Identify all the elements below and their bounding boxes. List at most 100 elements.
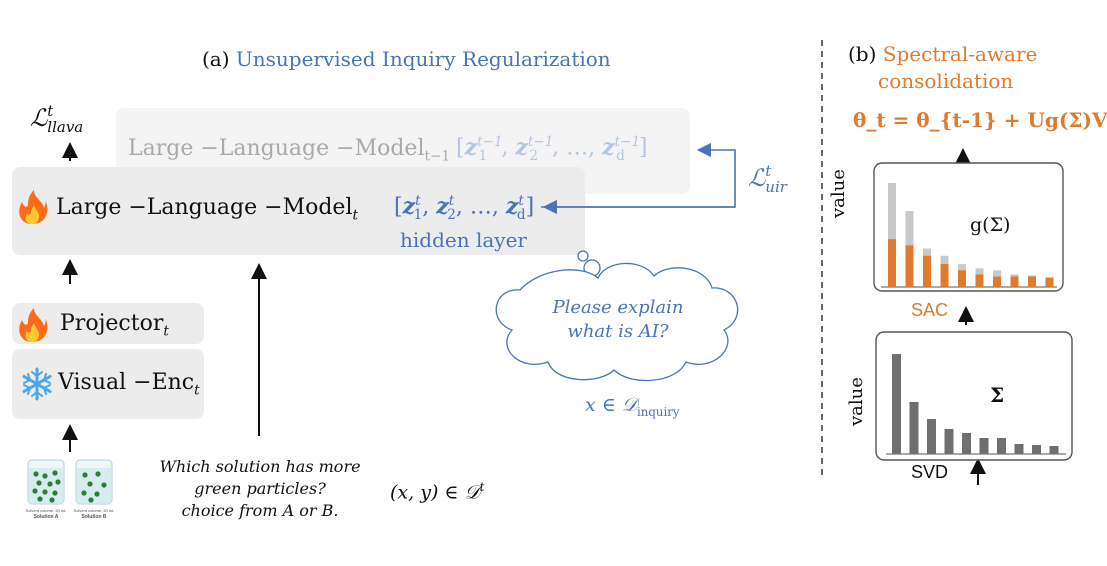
- llava-loss-sup: t: [47, 102, 54, 120]
- z-sub: 1: [413, 206, 423, 223]
- beaker-icon: [27, 459, 65, 505]
- bottom-chart-frame: [875, 331, 1073, 461]
- projector-sub: t: [163, 323, 169, 340]
- bottom-chart-bar: [962, 433, 971, 454]
- beaker-caption-b: Solvent volume: 30 mL Solution B: [68, 508, 120, 520]
- bracket-close: ]: [638, 135, 648, 161]
- top-chart-bar-sac: [1028, 276, 1036, 287]
- bracket-close: ]: [525, 194, 535, 220]
- dots: …: [469, 194, 492, 220]
- projector-box: [12, 303, 204, 344]
- llava-loss-symbol: ℒ: [30, 104, 48, 132]
- z-symbol: z: [436, 193, 449, 220]
- flame-icon: [19, 308, 48, 342]
- top-chart-bar-original: [888, 183, 896, 287]
- projector-name: Projector: [60, 311, 164, 336]
- top-chart-bar-sac: [940, 264, 949, 287]
- panel-b-title-line1: Spectral-aware: [882, 42, 1038, 66]
- beaker-b-label: Solution B: [81, 514, 107, 520]
- task-dataset: (x, y) ∈ 𝒟t: [390, 480, 484, 503]
- bottom-chart-ylabel: value: [846, 377, 867, 426]
- visual-enc-box: [12, 349, 204, 419]
- uir-loss-symbol: ℒ: [748, 164, 766, 192]
- top-chart-bar-sac: [1045, 277, 1054, 287]
- z-sup: t: [518, 193, 524, 209]
- bottom-chart-bar: [944, 429, 954, 454]
- beaker-b-volume: Solvent volume: 30 mL: [73, 508, 115, 513]
- panel-a-title: (a) Unsupervised Inquiry Regularization: [202, 47, 611, 71]
- panel-b-title-line2: consolidation: [878, 69, 1014, 93]
- z-sub: d: [516, 206, 526, 223]
- dots: …: [566, 135, 589, 161]
- top-chart-bar-sac: [975, 274, 984, 287]
- question-line1: Which solution has more: [159, 457, 361, 476]
- bracket-open: [: [456, 135, 465, 161]
- snowflake-icon: [22, 367, 52, 401]
- top-chart-bar-sac: [993, 276, 1001, 287]
- visual-enc-sub: t: [194, 382, 200, 399]
- question-line2: green particles?: [194, 479, 326, 498]
- z-symbol: z: [505, 193, 519, 220]
- hidden-layer-label: hidden layer: [400, 228, 527, 252]
- z-sup: t−1: [527, 134, 554, 150]
- z-sub: 1: [478, 147, 488, 164]
- beaker-caption-a: Solvent volume: 30 mL Solution A: [20, 508, 72, 520]
- bottom-chart-bar: [1014, 444, 1024, 454]
- z-symbol: z: [402, 193, 416, 220]
- llm-curr-label: Large −Language −Modelt: [56, 195, 358, 223]
- llm-curr-hidden: [zt1, zt2, …, ztd]: [394, 193, 535, 223]
- inquiry-dataset-sub: inquiry: [637, 404, 680, 419]
- bottom-chart-annotation: Σ: [990, 383, 1005, 407]
- visual-enc-name: Visual −Enc: [58, 370, 195, 395]
- panel-b-title: (b) Spectral-aware consolidation: [848, 41, 1037, 95]
- llava-loss-sub: llava: [47, 118, 84, 136]
- top-chart-annotation: g(Σ): [970, 214, 1011, 236]
- svd-label: SVD: [911, 462, 949, 482]
- bottom-chart-bar: [1049, 446, 1059, 454]
- beaker-a-volume: Solvent volume: 30 mL: [25, 508, 67, 513]
- top-chart-bar-sac: [1010, 276, 1019, 287]
- bottom-chart-bar: [1032, 445, 1041, 454]
- task-dataset-text: (x, y) ∈ 𝒟: [390, 481, 480, 504]
- inquiry-line2: what is AI?: [567, 321, 669, 342]
- uir-loss-sup: t: [765, 162, 772, 180]
- question-line3: choice from A or B.: [181, 501, 339, 520]
- bottom-chart-bar: [892, 354, 901, 454]
- inquiry-line1: Please explain: [552, 297, 684, 318]
- llm-curr-sub: t: [352, 207, 358, 224]
- top-chart-bar-sac: [905, 245, 914, 287]
- llm-prev-label: Large −Language −Modelt−1: [128, 136, 450, 164]
- z-sub: 2: [447, 206, 456, 223]
- z-symbol: z: [464, 134, 478, 161]
- z-sup: t: [448, 193, 455, 209]
- z-symbol: z: [515, 134, 528, 161]
- bottom-chart-bar: [997, 438, 1006, 454]
- panel-a-prefix: (a): [202, 47, 230, 71]
- inquiry-dataset-text: x ∈ 𝒟: [585, 394, 638, 416]
- z-sub: d: [616, 147, 625, 164]
- llm-curr-box: [12, 167, 585, 255]
- diagram-graphics: [19, 40, 1073, 505]
- top-chart-bar-sac: [958, 270, 966, 287]
- bottom-chart-bar: [979, 438, 989, 454]
- z-sup: t−1: [614, 134, 641, 150]
- flame-icon: [19, 190, 48, 224]
- inquiry-text: Please explain what is AI?: [548, 296, 688, 344]
- projector-label: Projectort: [60, 311, 169, 339]
- question-text: Which solution has more green particles?…: [140, 456, 380, 522]
- visual-enc-label: Visual −Enct: [58, 370, 200, 398]
- llm-prev-name: Large −Language −Model: [128, 136, 425, 161]
- top-chart-bar-sac: [888, 239, 896, 287]
- z-sup: t−1: [477, 134, 503, 150]
- top-chart-frame: [873, 162, 1064, 292]
- llm-prev-hidden: [zt−11, zt−12, …, zt−1d]: [456, 134, 648, 164]
- llm-prev-sub: t−1: [424, 148, 451, 165]
- beaker-a-label: Solution A: [33, 514, 59, 520]
- task-dataset-sup: t: [479, 480, 485, 494]
- bottom-chart-bar: [909, 402, 919, 454]
- top-chart-bar-sac: [923, 255, 931, 287]
- z-symbol: z: [602, 134, 615, 161]
- uir-loss-sub: uir: [765, 178, 787, 196]
